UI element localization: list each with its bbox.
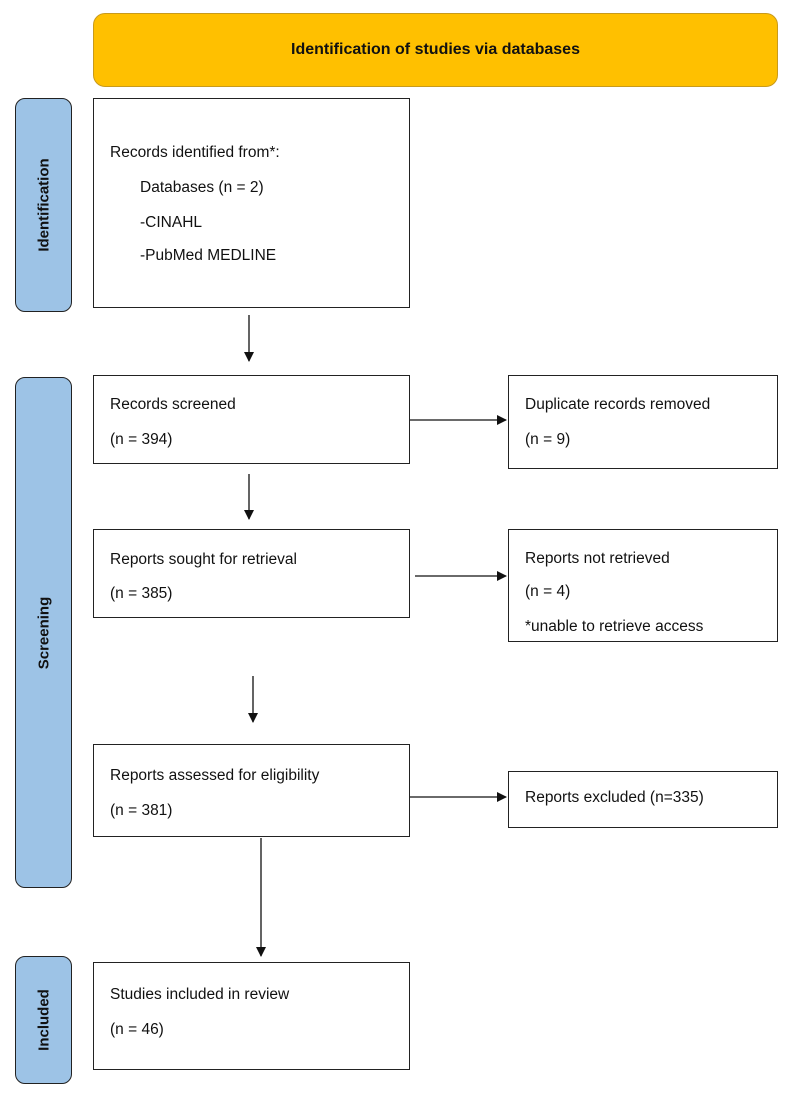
reports-assessed-count: (n = 381) [110,802,173,819]
studies-included-count: (n = 46) [110,1021,164,1038]
records-screened-count: (n = 394) [110,431,173,448]
box-reports-assessed: Reports assessed for eligibility (n = 38… [93,744,410,837]
records-screened-title: Records screened [110,396,236,413]
reports-not-retrieved-title: Reports not retrieved [525,550,670,567]
studies-included-title: Studies included in review [110,986,290,1003]
box-records-screened: Records screened (n = 394) [93,375,410,464]
header-title: Identification of studies via databases [291,41,580,58]
records-identified-databases: Databases (n = 2) [140,179,264,196]
reports-not-retrieved-note: *unable to retrieve access [525,618,704,635]
reports-assessed-title: Reports assessed for eligibility [110,767,320,784]
reports-sought-count: (n = 385) [110,585,173,602]
records-identified-db1: -CINAHL [140,214,203,231]
records-identified-title: Records identified from*: [110,144,280,161]
box-records-identified: Records identified from*: Databases (n =… [93,98,410,308]
reports-not-retrieved-count: (n = 4) [525,583,571,600]
phase-label-screening: Screening [15,377,72,888]
box-studies-included: Studies included in review (n = 46) [93,962,410,1070]
box-reports-excluded: Reports excluded (n=335) [508,771,778,828]
box-reports-not-retrieved: Reports not retrieved (n = 4) *unable to… [508,529,778,642]
phase-label-identification: Identification [15,98,72,312]
duplicates-removed-title: Duplicate records removed [525,396,711,413]
reports-excluded-title: Reports excluded (n=335) [525,789,704,806]
box-duplicates-removed: Duplicate records removed (n = 9) [508,375,778,469]
reports-sought-title: Reports sought for retrieval [110,551,297,568]
header-banner: Identification of studies via databases [93,13,778,87]
phase-label-included: Included [15,956,72,1084]
box-reports-sought: Reports sought for retrieval (n = 385) [93,529,410,618]
records-identified-db2: -PubMed MEDLINE [140,247,277,264]
duplicates-removed-count: (n = 9) [525,431,571,448]
